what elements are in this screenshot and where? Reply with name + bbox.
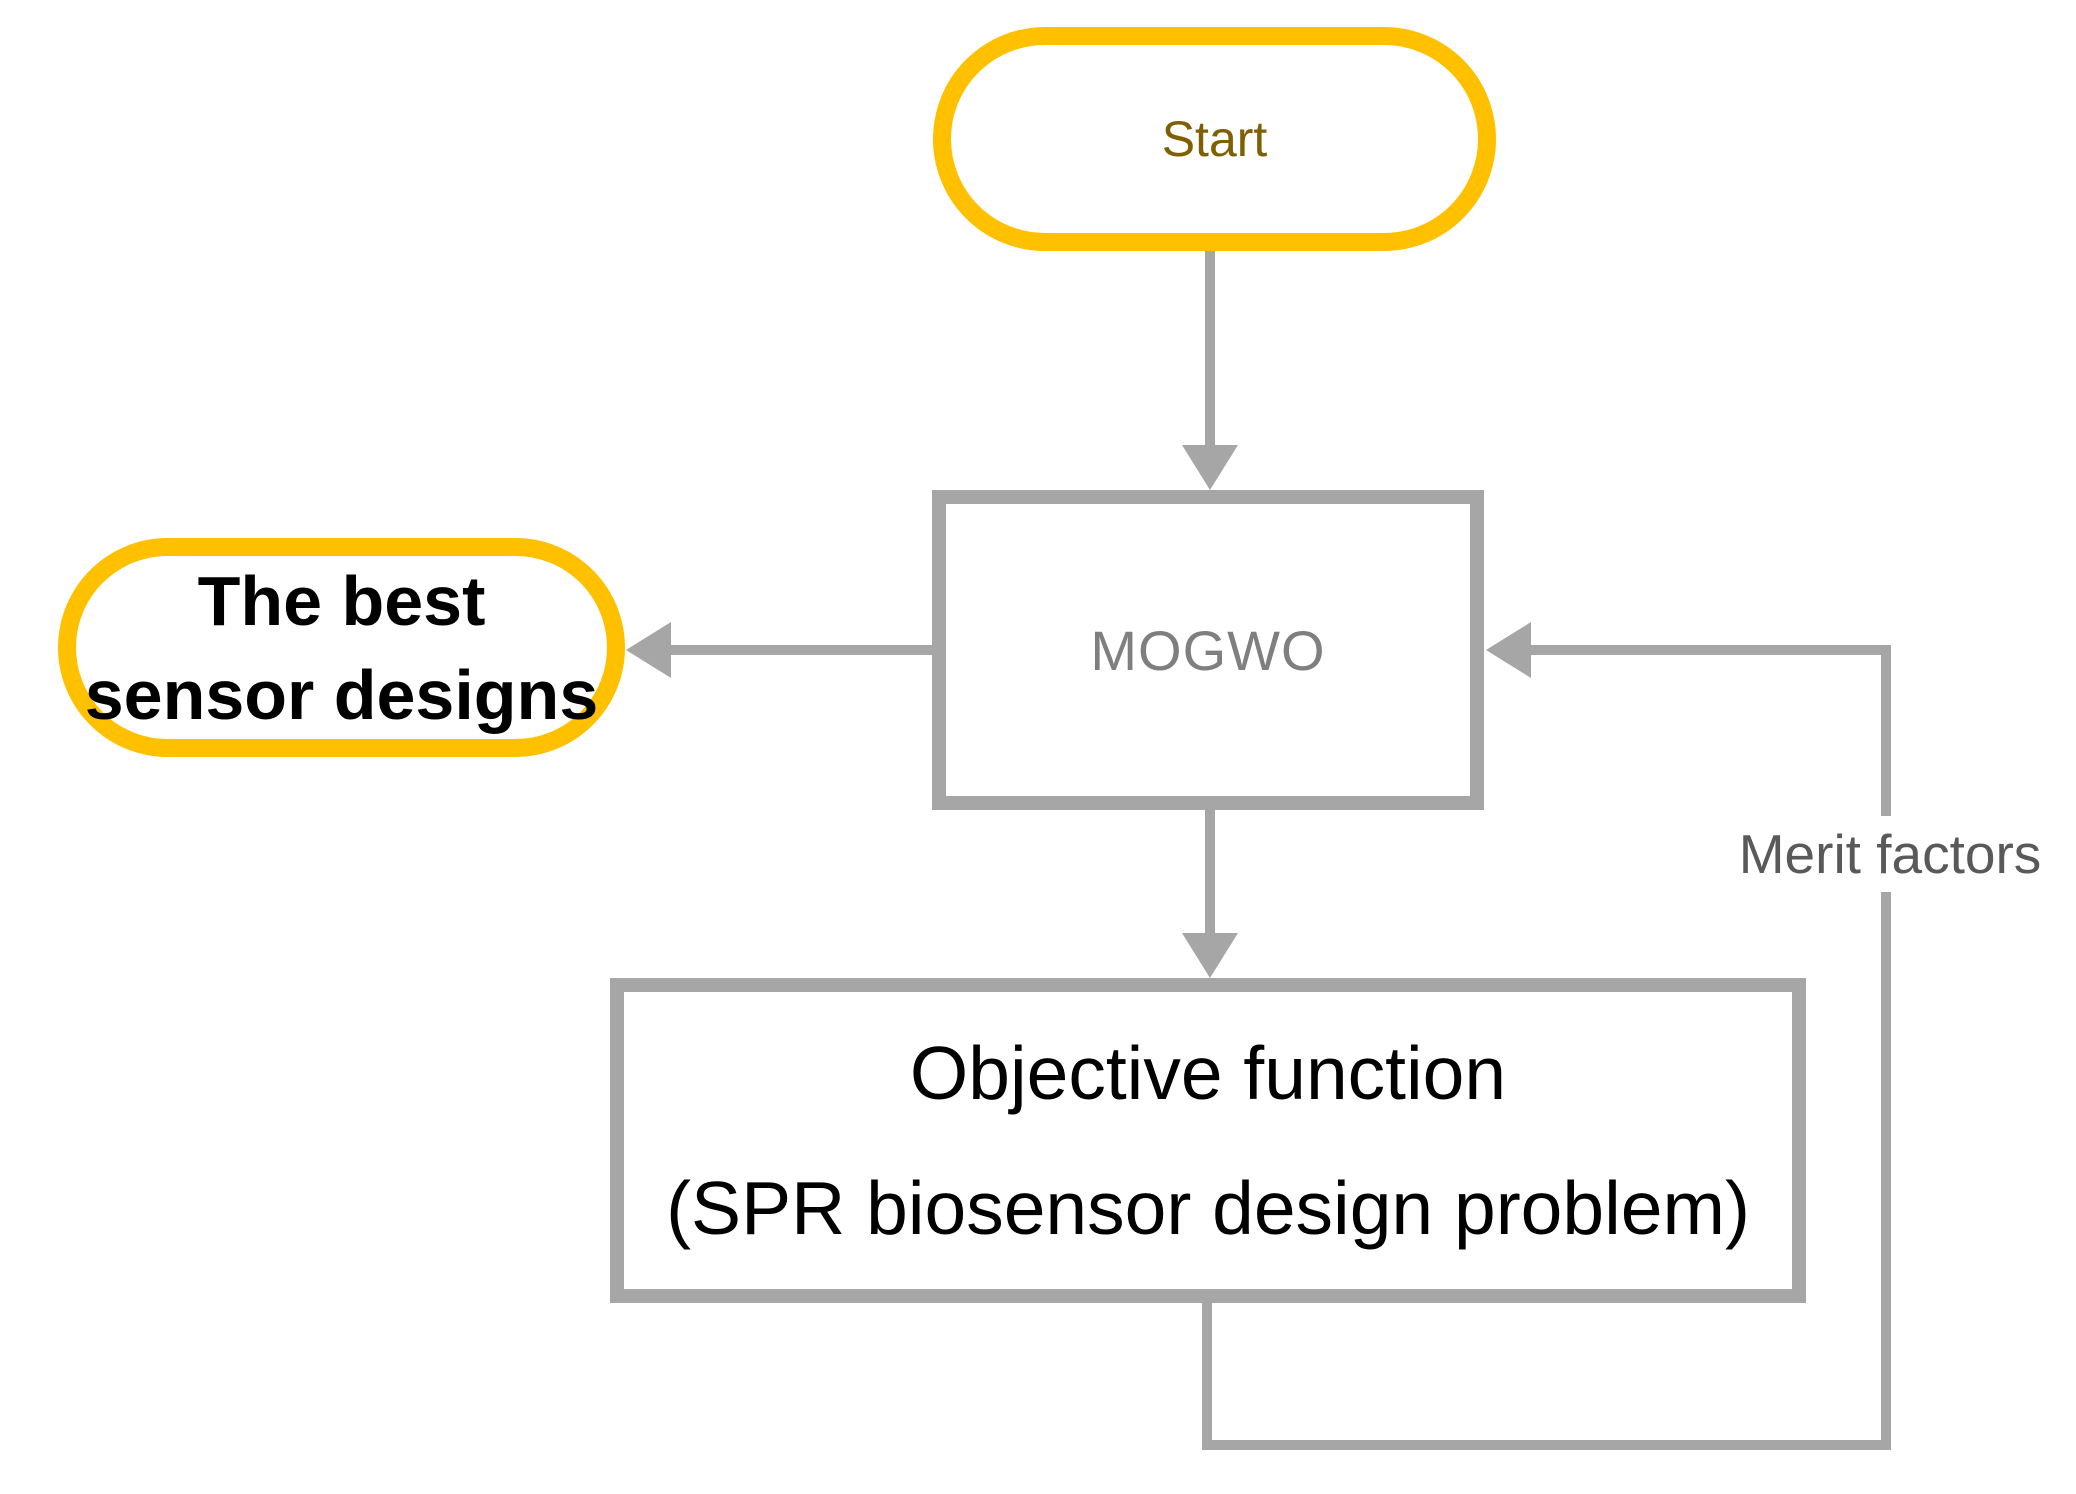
edge-mogwo-to-objective-line: [1205, 810, 1215, 935]
edge-feedback-bottom-line: [1202, 1440, 1891, 1450]
edge-feedback-arrowhead-icon: [1486, 622, 1531, 678]
edge-feedback-top-line: [1531, 645, 1891, 655]
node-best-sensor-designs: The best sensor designs: [58, 538, 625, 757]
edge-mogwo-to-best-line: [671, 645, 932, 655]
node-mogwo-label: MOGWO: [1090, 618, 1326, 682]
edge-start-to-mogwo-line: [1205, 251, 1215, 447]
edge-mogwo-to-objective-arrowhead-icon: [1182, 933, 1238, 978]
node-start: Start: [933, 27, 1496, 251]
node-objective-line-1: Objective function: [909, 1031, 1507, 1116]
node-best-line-2: sensor designs: [84, 655, 599, 734]
edge-feedback-right-line-lower: [1881, 892, 1891, 1450]
node-objective-function: Objective function (SPR biosensor design…: [610, 978, 1806, 1303]
node-objective-line-2: (SPR biosensor design problem): [666, 1165, 1750, 1250]
edge-feedback-drop-line: [1202, 1303, 1212, 1450]
edge-feedback-right-line-upper: [1881, 645, 1891, 816]
node-mogwo: MOGWO: [932, 490, 1484, 810]
edge-start-to-mogwo-arrowhead-icon: [1182, 445, 1238, 490]
edge-mogwo-to-best-arrowhead-icon: [626, 622, 671, 678]
node-best-line-1: The best: [197, 561, 486, 640]
edge-label-merit-factors: Merit factors: [1728, 816, 2052, 892]
node-start-label: Start: [1161, 111, 1268, 167]
